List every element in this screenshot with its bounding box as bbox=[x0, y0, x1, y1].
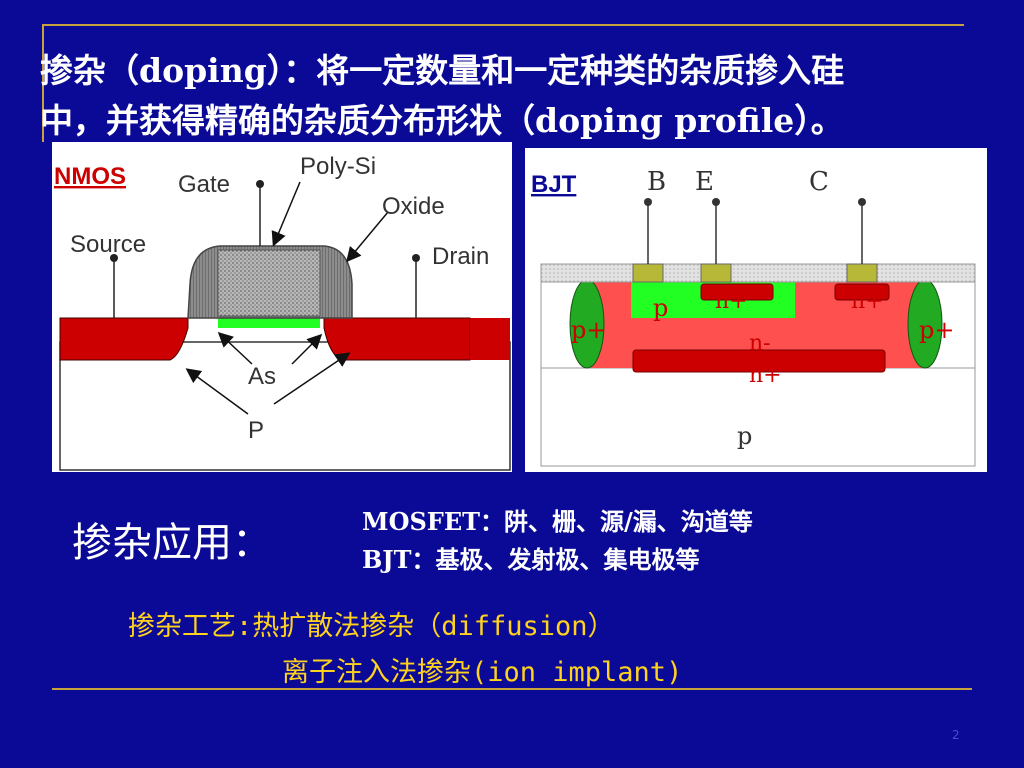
nmos-as-label: As bbox=[248, 363, 276, 390]
bjt-collector-label: n+ bbox=[851, 289, 884, 314]
bjt-emitter-n-plus bbox=[700, 283, 774, 301]
title-line-1: 掺杂（doping）：将一定数量和一定种类的杂质掺入硅 bbox=[40, 51, 845, 90]
nmos-diagram: NMOS Gate Poly-Si Oxide Source Drain As … bbox=[52, 142, 512, 472]
nmos-label: NMOS bbox=[54, 163, 126, 190]
bjt-p-substrate-label: p bbox=[737, 422, 752, 450]
nmos-poly-label: Poly-Si bbox=[300, 153, 376, 180]
bjt-p-plus-right-label: p+ bbox=[919, 316, 954, 344]
page-number: 2 bbox=[952, 728, 960, 742]
nmos-drain-region bbox=[323, 317, 471, 361]
bjt-buried-n-plus bbox=[632, 349, 886, 373]
nmos-p-label: P bbox=[248, 417, 264, 444]
bjt-n-minus-label: n- bbox=[749, 331, 771, 356]
nmos-source-region bbox=[59, 317, 189, 361]
bjt-collector-n-plus bbox=[834, 283, 890, 301]
top-rule bbox=[42, 24, 964, 26]
bjt-terminal-b: B bbox=[647, 167, 666, 197]
process-diffusion: 掺杂工艺:热扩散法掺杂（diffusion） bbox=[128, 611, 615, 642]
bjt-p-plus-left-label: p+ bbox=[571, 316, 606, 344]
nmos-drain-label: Drain bbox=[432, 243, 489, 270]
applications-mosfet: MOSFET：阱、栅、源/漏、沟道等 bbox=[362, 507, 753, 536]
nmos-channel bbox=[218, 318, 320, 328]
process-ion-implant: 离子注入法掺杂(ion implant) bbox=[282, 657, 683, 688]
left-rule bbox=[42, 24, 44, 142]
nmos-oxide-label: Oxide bbox=[382, 193, 445, 220]
bottom-rule bbox=[52, 688, 972, 690]
bjt-n-plus-buried-label: n+ bbox=[749, 363, 782, 388]
bjt-diagram: BJT B E C p n+ n+ p+ p+ n- n+ p bbox=[525, 148, 987, 472]
nmos-substrate bbox=[59, 341, 511, 471]
nmos-source-label: Source bbox=[70, 231, 146, 258]
bjt-terminal-e: E bbox=[695, 167, 714, 197]
nmos-gate-label: Gate bbox=[178, 171, 230, 198]
title-line-2: 中，并获得精确的杂质分布形状（doping profile）。 bbox=[40, 101, 844, 140]
bjt-oxide bbox=[540, 263, 976, 283]
slide-title: 掺杂（doping）：将一定数量和一定种类的杂质掺入硅 中，并获得精确的杂质分布… bbox=[40, 46, 1010, 146]
applications-bjt: BJT：基极、发射极、集电极等 bbox=[362, 545, 700, 574]
applications-label: 掺杂应用： bbox=[72, 520, 272, 566]
bjt-terminal-c: C bbox=[809, 167, 829, 197]
bjt-emitter-label: n+ bbox=[715, 289, 748, 314]
nmos-poly-gate bbox=[217, 249, 321, 317]
bjt-p-base-label: p bbox=[653, 294, 668, 322]
bjt-label: BJT bbox=[531, 171, 577, 198]
